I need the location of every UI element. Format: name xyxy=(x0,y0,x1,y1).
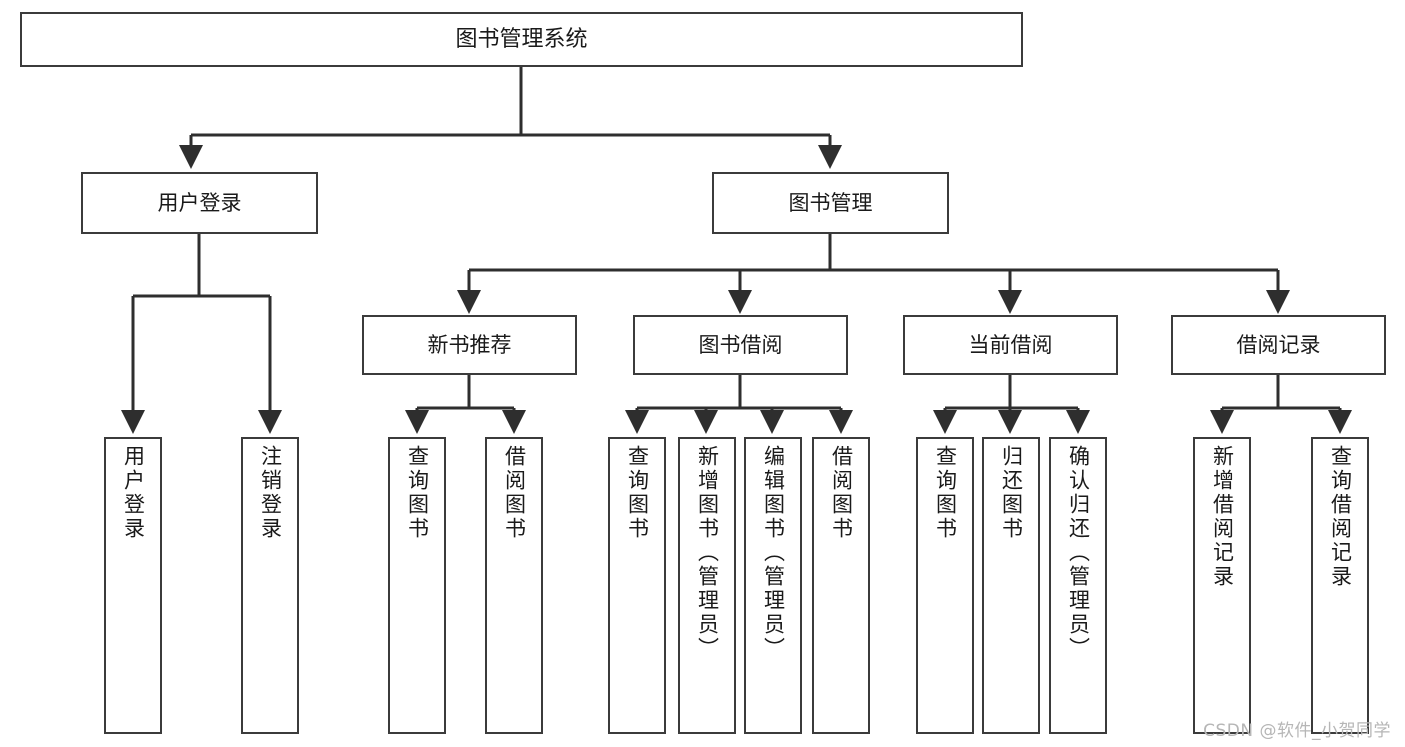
node-current-borrow-label: 当前借阅 xyxy=(968,332,1053,357)
node-leaf-query-book-1[interactable]: 查询图书 xyxy=(388,437,446,734)
node-leaf-add-record-label: 新增借阅记录 xyxy=(1210,445,1235,589)
node-leaf-return-book[interactable]: 归还图书 xyxy=(982,437,1040,734)
node-leaf-query-book-2[interactable]: 查询图书 xyxy=(608,437,666,734)
node-book-manage-label: 图书管理 xyxy=(788,190,873,215)
node-leaf-query-book-3-label: 查询图书 xyxy=(933,445,958,541)
node-leaf-borrow-book-1[interactable]: 借阅图书 xyxy=(485,437,543,734)
node-leaf-borrow-book-2-label: 借阅图书 xyxy=(829,445,854,541)
node-book-borrow[interactable]: 图书借阅 xyxy=(633,315,848,375)
node-book-borrow-label: 图书借阅 xyxy=(698,332,783,357)
node-leaf-user-logout-label: 注销登录 xyxy=(258,445,283,541)
node-leaf-confirm-return-label: 确认归还（管理员） xyxy=(1066,445,1091,661)
node-root[interactable]: 图书管理系统 xyxy=(20,12,1023,67)
node-leaf-query-record-label: 查询借阅记录 xyxy=(1328,445,1353,589)
node-leaf-add-record[interactable]: 新增借阅记录 xyxy=(1193,437,1251,734)
node-leaf-edit-book[interactable]: 编辑图书（管理员） xyxy=(744,437,802,734)
node-user-login[interactable]: 用户登录 xyxy=(81,172,318,234)
watermark: CSDN @软件_小贺同学 xyxy=(1203,721,1391,741)
node-leaf-borrow-book-2[interactable]: 借阅图书 xyxy=(812,437,870,734)
node-leaf-query-record[interactable]: 查询借阅记录 xyxy=(1311,437,1369,734)
node-leaf-user-logout[interactable]: 注销登录 xyxy=(241,437,299,734)
node-leaf-add-book[interactable]: 新增图书（管理员） xyxy=(678,437,736,734)
node-user-login-label: 用户登录 xyxy=(157,190,242,215)
node-leaf-add-book-label: 新增图书（管理员） xyxy=(695,445,720,661)
node-borrow-record[interactable]: 借阅记录 xyxy=(1171,315,1386,375)
node-leaf-confirm-return[interactable]: 确认归还（管理员） xyxy=(1049,437,1107,734)
node-leaf-edit-book-label: 编辑图书（管理员） xyxy=(761,445,786,661)
node-current-borrow[interactable]: 当前借阅 xyxy=(903,315,1118,375)
node-leaf-query-book-2-label: 查询图书 xyxy=(625,445,650,541)
node-new-book-recommend-label: 新书推荐 xyxy=(427,332,512,357)
node-leaf-borrow-book-1-label: 借阅图书 xyxy=(502,445,527,541)
node-borrow-record-label: 借阅记录 xyxy=(1236,332,1321,357)
node-book-manage[interactable]: 图书管理 xyxy=(712,172,949,234)
node-root-label: 图书管理系统 xyxy=(455,26,588,52)
node-leaf-user-login-label: 用户登录 xyxy=(121,445,146,541)
node-leaf-return-book-label: 归还图书 xyxy=(999,445,1024,541)
node-leaf-query-book-1-label: 查询图书 xyxy=(405,445,430,541)
node-leaf-query-book-3[interactable]: 查询图书 xyxy=(916,437,974,734)
node-new-book-recommend[interactable]: 新书推荐 xyxy=(362,315,577,375)
node-leaf-user-login[interactable]: 用户登录 xyxy=(104,437,162,734)
